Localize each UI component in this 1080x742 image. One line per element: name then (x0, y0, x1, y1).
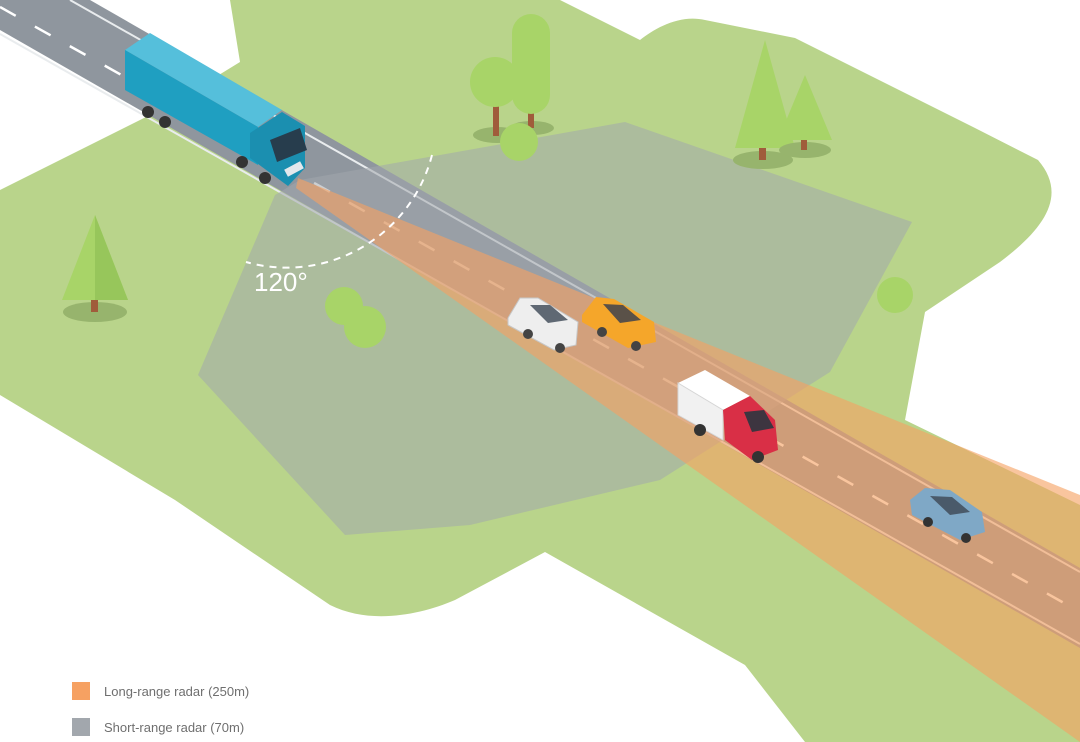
blue-suv (910, 488, 985, 543)
tree-top-right-1 (733, 40, 795, 169)
bush-top (500, 123, 538, 161)
delivery-van (677, 370, 778, 463)
long-range-radar-beam (296, 178, 1080, 742)
orange-car (582, 297, 656, 351)
bush-right (877, 277, 913, 313)
tree-left (62, 215, 128, 322)
semi-truck (125, 33, 307, 186)
bush-left (325, 287, 386, 348)
angle-label: 120° (254, 267, 308, 297)
field-of-view-arc (245, 154, 433, 269)
long-range-swatch (72, 682, 90, 700)
legend-item-long-range: Long-range radar (250m) (72, 682, 249, 700)
legend-label-short-range: Short-range radar (70m) (104, 719, 245, 735)
short-range-swatch (72, 718, 90, 736)
legend-label-long-range: Long-range radar (250m) (104, 683, 250, 699)
white-car (507, 297, 579, 353)
tree-top-right-2 (778, 75, 832, 158)
legend-item-short-range: Short-range radar (70m) (72, 718, 244, 736)
